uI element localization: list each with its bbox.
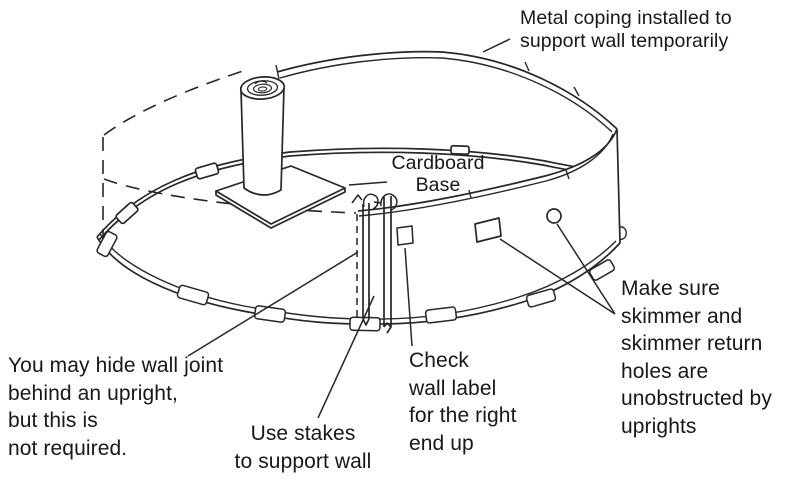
track-plate: [115, 144, 470, 225]
wall-roll: [239, 76, 286, 196]
wall-joint-note: You may hide wall joint behind an uprigh…: [8, 354, 224, 460]
support-stakes: [351, 193, 398, 334]
wall-top-front-rim: [357, 128, 618, 212]
wall-right-edge: [616, 128, 621, 244]
leader-return-hole: [556, 223, 616, 315]
leader-metal-coping: [482, 38, 511, 53]
metal-coping-note: Metal coping installed to support wall t…: [520, 7, 732, 52]
coping-segment-joints: [275, 61, 580, 199]
stakes-note: Use stakes to support wall: [234, 422, 372, 473]
phantom-wall-dashed-outline: [102, 69, 357, 241]
cardboard-base-note: Cardboard Base: [391, 152, 485, 196]
wall-label-sticker: [396, 225, 414, 246]
leader-stakes: [317, 295, 375, 419]
bottom-track-far-side: [96, 147, 601, 241]
wall-top-back-rim: [276, 50, 618, 130]
leader-lines: [187, 38, 616, 419]
leader-cardboard-base: [348, 181, 388, 186]
wall-label-note: Check wall label for the right end up: [409, 349, 517, 455]
skimmer-return-hole: [546, 208, 562, 224]
leader-wall-joint: [187, 251, 359, 357]
wall-clamp: [351, 193, 398, 211]
leader-skimmer-hole: [499, 238, 616, 315]
leader-wall-label: [404, 247, 413, 347]
skimmer-hole: [474, 217, 502, 243]
skimmer-note: Make sure skimmer and skimmer return hol…: [621, 277, 772, 438]
